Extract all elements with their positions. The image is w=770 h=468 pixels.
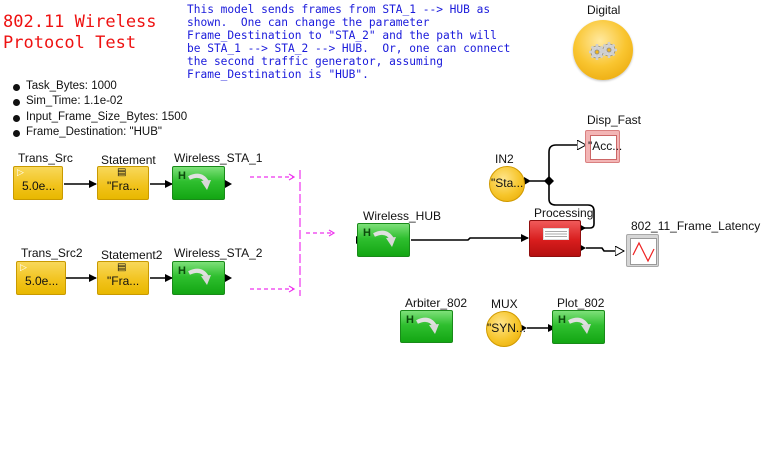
curved-arrow-icon: [188, 173, 211, 190]
curved-arrow-icon: [373, 230, 396, 247]
wire-hub-processing[interactable]: [411, 234, 529, 242]
wireless-sta-2-label: Wireless_STA_2: [174, 246, 263, 260]
wire-processing-latency[interactable]: [586, 248, 624, 251]
mux-label: MUX: [491, 297, 518, 311]
trans-src2-block[interactable]: ▷ 5.0e...: [16, 261, 66, 295]
arbiter-802-label: Arbiter_802: [405, 296, 468, 310]
param-sim-time[interactable]: Sim_Time: 1.1e-02: [12, 94, 187, 109]
statement2-value: "Fra...: [107, 274, 140, 288]
wave-icon: [630, 238, 657, 265]
list-icon: ▤: [117, 262, 127, 273]
curved-arrow-icon: [188, 268, 211, 285]
sta1-output-port: [225, 180, 232, 188]
hierarchy-icon: H: [178, 170, 186, 182]
trans-src-value: 5.0e...: [22, 179, 56, 193]
curved-arrow-icon: [568, 317, 591, 334]
hierarchy-icon: H: [558, 314, 566, 326]
curved-arrow-icon: [416, 317, 439, 334]
arbiter-802-block[interactable]: H: [400, 310, 453, 343]
play-icon: ▷: [17, 167, 24, 177]
trans-src-block[interactable]: ▷ 5.0e...: [13, 166, 63, 200]
play-icon: ▷: [20, 262, 27, 272]
in2-value: "Sta...: [491, 176, 524, 190]
disp-fast-label: Disp_Fast: [587, 113, 642, 127]
digital-label: Digital: [587, 3, 621, 17]
hierarchy-icon: H: [178, 265, 186, 277]
plot-802-block[interactable]: H: [552, 310, 605, 344]
mux-block[interactable]: "SYN...: [486, 311, 526, 347]
statement-block[interactable]: ▤ "Fra...: [97, 166, 149, 200]
trans-src-label: Trans_Src: [18, 151, 73, 165]
wireless-sta-2-block[interactable]: H: [172, 261, 225, 295]
statement2-block[interactable]: ▤ "Fra...: [97, 261, 149, 295]
disp-fast-block[interactable]: "Acc...: [585, 130, 623, 163]
digital-button[interactable]: [573, 20, 633, 80]
sta2-output-port: [225, 274, 232, 282]
gears-icon: [589, 42, 617, 60]
model-description: This model sends frames from STA_1 --> H…: [187, 3, 511, 81]
wireless-sta-1-block[interactable]: H: [172, 166, 225, 200]
in2-label: IN2: [495, 152, 514, 166]
parameter-list: Task_Bytes: 1000 Sim_Time: 1.1e-02 Input…: [12, 79, 187, 139]
wireless-hub-label: Wireless_HUB: [363, 209, 442, 223]
statement2-label: Statement2: [101, 248, 163, 262]
trans-src2-value: 5.0e...: [25, 274, 59, 288]
wire-junction-processing[interactable]: [548, 181, 595, 229]
list-icon: [543, 228, 569, 240]
in2-block[interactable]: "Sta...: [489, 166, 525, 202]
processing-label: Processing: [534, 206, 594, 220]
hierarchy-icon: H: [406, 314, 414, 326]
statement-label: Statement: [101, 153, 156, 167]
processing-block[interactable]: [529, 220, 581, 257]
hierarchy-icon: H: [363, 227, 371, 239]
param-task-bytes[interactable]: Task_Bytes: 1000: [12, 79, 187, 94]
mux-value: "SYN...: [487, 321, 526, 335]
plot-802-label: Plot_802: [557, 296, 605, 310]
list-icon: ▤: [117, 167, 127, 178]
model-title: 802.11 Wireless Protocol Test: [3, 12, 157, 53]
in2-output-port: [524, 177, 531, 185]
trans-src2-label: Trans_Src2: [21, 246, 83, 260]
param-input-frame-size[interactable]: Input_Frame_Size_Bytes: 1500: [12, 110, 187, 125]
wireless-hub-block[interactable]: H: [357, 223, 410, 257]
param-frame-destination[interactable]: Frame_Destination: "HUB": [12, 125, 187, 140]
wire-junction-dispfast[interactable]: [548, 145, 586, 181]
wireless-sta-1-label: Wireless_STA_1: [174, 151, 263, 165]
frame-latency-plot-block[interactable]: [626, 234, 659, 267]
statement-value: "Fra...: [107, 179, 140, 193]
disp-fast-value: "Acc...: [588, 139, 623, 153]
frame-latency-label: 802_11_Frame_Latency: [631, 219, 761, 233]
